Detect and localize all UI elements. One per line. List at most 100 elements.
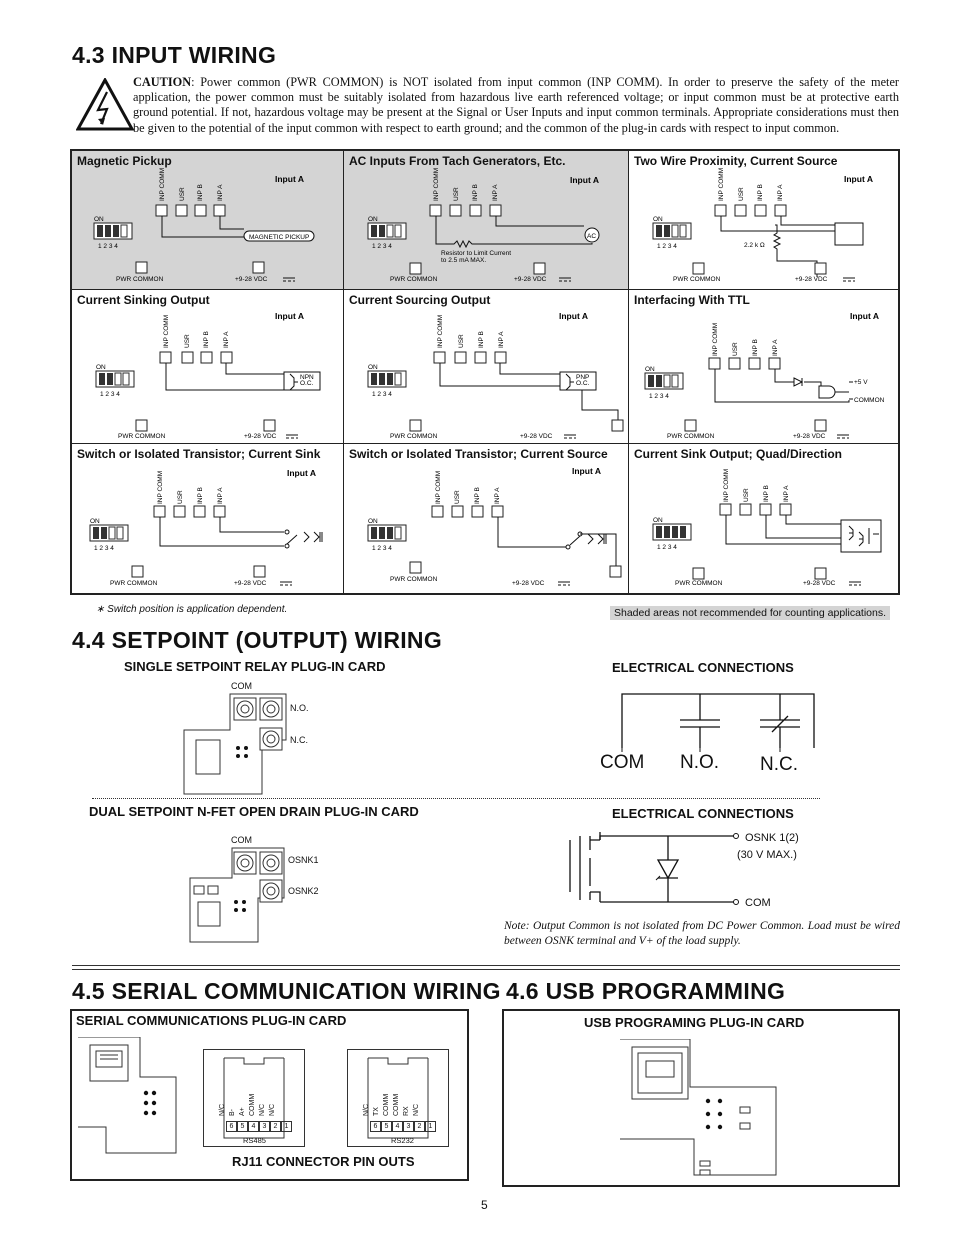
dip-on: ON [96,364,106,371]
oc-label: O.C. [300,380,314,387]
terminal-label: INP B [763,485,770,502]
osnk-label: OSNK 1(2) [745,832,799,844]
terminal-label: INP A [777,184,784,201]
pin-number: 5 [381,1121,392,1132]
terminal-label: USR [454,490,461,504]
elec-nc-label: N.C. [760,754,798,775]
magnetic-pickup-label: MAGNETIC PICKUP [249,234,309,241]
pwr-common-label: PWR COMMON [667,433,715,440]
terminal-label: INP COMM [433,168,440,201]
pnp-label: PNP [576,374,589,381]
usb-card-box: USB PROGRAMING PLUG-IN CARD [502,1009,900,1187]
relay-connections-diagram [621,693,815,752]
input-a-label: Input A [559,311,588,321]
input-a-label: Input A [570,175,599,185]
pin-number: 5 [237,1121,248,1132]
pin-number: 2 [270,1121,281,1132]
vdc-label: +9-28 VDC [235,276,268,283]
pwr-common-label: PWR COMMON [390,276,438,283]
rs232-pin-3: COMM [393,1093,400,1116]
caution-text: CAUTION: Power common (PWR COMMON) is NO… [133,75,899,136]
dip-on: ON [645,366,655,373]
usb-card-drawing [620,1039,777,1176]
dip-on: ON [94,216,104,223]
pin-number: 4 [392,1121,403,1132]
panel-title: Magnetic Pickup [77,154,172,168]
wiring-diagram: INP COMM USR INP B INP A Input A ON 1 2 … [93,168,315,283]
serial-card-box: SERIAL COMMUNICATIONS PLUG-IN CARD N/C B… [70,1009,469,1181]
single-relay-card [183,693,287,795]
panel-title: Switch or Isolated Transistor; Current S… [349,447,608,461]
rs485-pin-2: N/C [259,1103,266,1116]
osnk1-label: OSNK1 [288,855,319,865]
panel-interfacing-ttl: Interfacing With TTL INP COMM USR INP B … [629,290,900,444]
rj11-title: RJ11 CONNECTOR PIN OUTS [232,1154,415,1169]
relay-nc-label: N.C. [290,735,308,745]
dip-on: ON [90,518,100,525]
terminal-label: INP B [197,184,204,201]
panel-switch-current-source: Switch or Isolated Transistor; Current S… [344,444,629,595]
divider [92,798,820,799]
input-a-label: Input A [572,466,601,476]
terminal-label: INP COMM [437,315,444,348]
terminal-label: INP COMM [163,315,170,348]
dip-on: ON [368,364,378,371]
dual-setpoint-card [189,847,285,943]
shaded-note: Shaded areas not recommended for countin… [610,606,891,620]
panel-title: Current Sourcing Output [349,293,491,307]
panel-title: Interfacing With TTL [634,293,750,307]
terminal-label: INP A [492,184,499,201]
panel-title: AC Inputs From Tach Generators, Etc. [349,154,566,168]
rs232-pin-labels: N/C TX COMM COMM RX N/C [363,1076,430,1120]
terminal-label: USR [458,334,465,348]
vdc-label: +9-28 VDC [514,276,547,283]
input-a-label: Input A [850,311,879,321]
wiring-diagram: INP COMM USR INP B INP A Input A ON 1 2 … [367,311,624,440]
terminal-label: USR [179,187,186,201]
pin-number: 1 [281,1121,292,1132]
terminal-label: INP A [783,485,790,502]
rs232-pin-5: TX [373,1107,380,1116]
input-a-label: Input A [275,311,304,321]
vdc-label: +9-28 VDC [244,433,277,440]
rs485-pin-5: B- [229,1109,236,1116]
rs485-pin-6: N/C [219,1103,226,1116]
common-label: COMMON [854,397,885,404]
input-a-label: Input A [287,468,316,478]
pin-number: 1 [425,1121,436,1132]
terminal-label: INP B [478,331,485,348]
pwr-common-label: PWR COMMON [116,276,164,283]
dip-numbers: 1 2 3 4 [94,545,114,552]
plus5v-label: +5 V [854,379,868,386]
wiring-diagram: INP COMM USR INP B INP A Input A ON 1 2 … [652,168,873,283]
wiring-diagram: INP COMM USR INP B INP A ON 1 2 3 4 PWR … [652,469,882,587]
vdc-label: +9-28 VDC [795,276,828,283]
terminal-label: USR [453,187,460,201]
terminal-label: INP COMM [712,323,719,356]
nfet-connections-diagram [569,832,739,905]
resistor-note: Resistor to Limit Current [441,250,511,257]
terminal-label: INP A [498,331,505,348]
panel-magnetic-pickup: Magnetic Pickup INP COMM USR INP B INP A… [72,151,344,290]
input-a-label: Input A [844,174,873,184]
vdc-label: +9-28 VDC [234,580,267,587]
section-title-setpoint-wiring: 4.4 SETPOINT (OUTPUT) WIRING [72,627,443,653]
vdc-label: +9-28 VDC [803,580,836,587]
electrical-connections-title: ELECTRICAL CONNECTIONS [612,660,794,675]
terminal-label: INP COMM [718,168,725,201]
dip-numbers: 1 2 3 4 [657,544,677,551]
rs232-pin-2: RX [403,1106,410,1116]
rs232-pin-6: N/C [363,1103,370,1116]
wiring-diagram: INP COMM USR INP B INP A Input A ON 1 2 … [95,311,321,440]
dual-com-label: COM [231,835,252,845]
dip-on: ON [653,517,663,524]
pwr-common-label: PWR COMMON [390,433,438,440]
panel-title: Current Sinking Output [77,293,210,307]
rs232-connector: N/C TX COMM COMM RX N/C 6 5 4 3 2 1 [347,1049,449,1147]
pwr-common-label: PWR COMMON [675,580,723,587]
terminal-label: INP B [757,184,764,201]
panel-quad-direction: Current Sink Output; Quad/Direction INP … [629,444,900,595]
relay-com-label: COM [231,681,252,691]
relay-no-label: N.O. [290,703,309,713]
rs232-pin-numbers: 6 5 4 3 2 1 [370,1121,436,1132]
